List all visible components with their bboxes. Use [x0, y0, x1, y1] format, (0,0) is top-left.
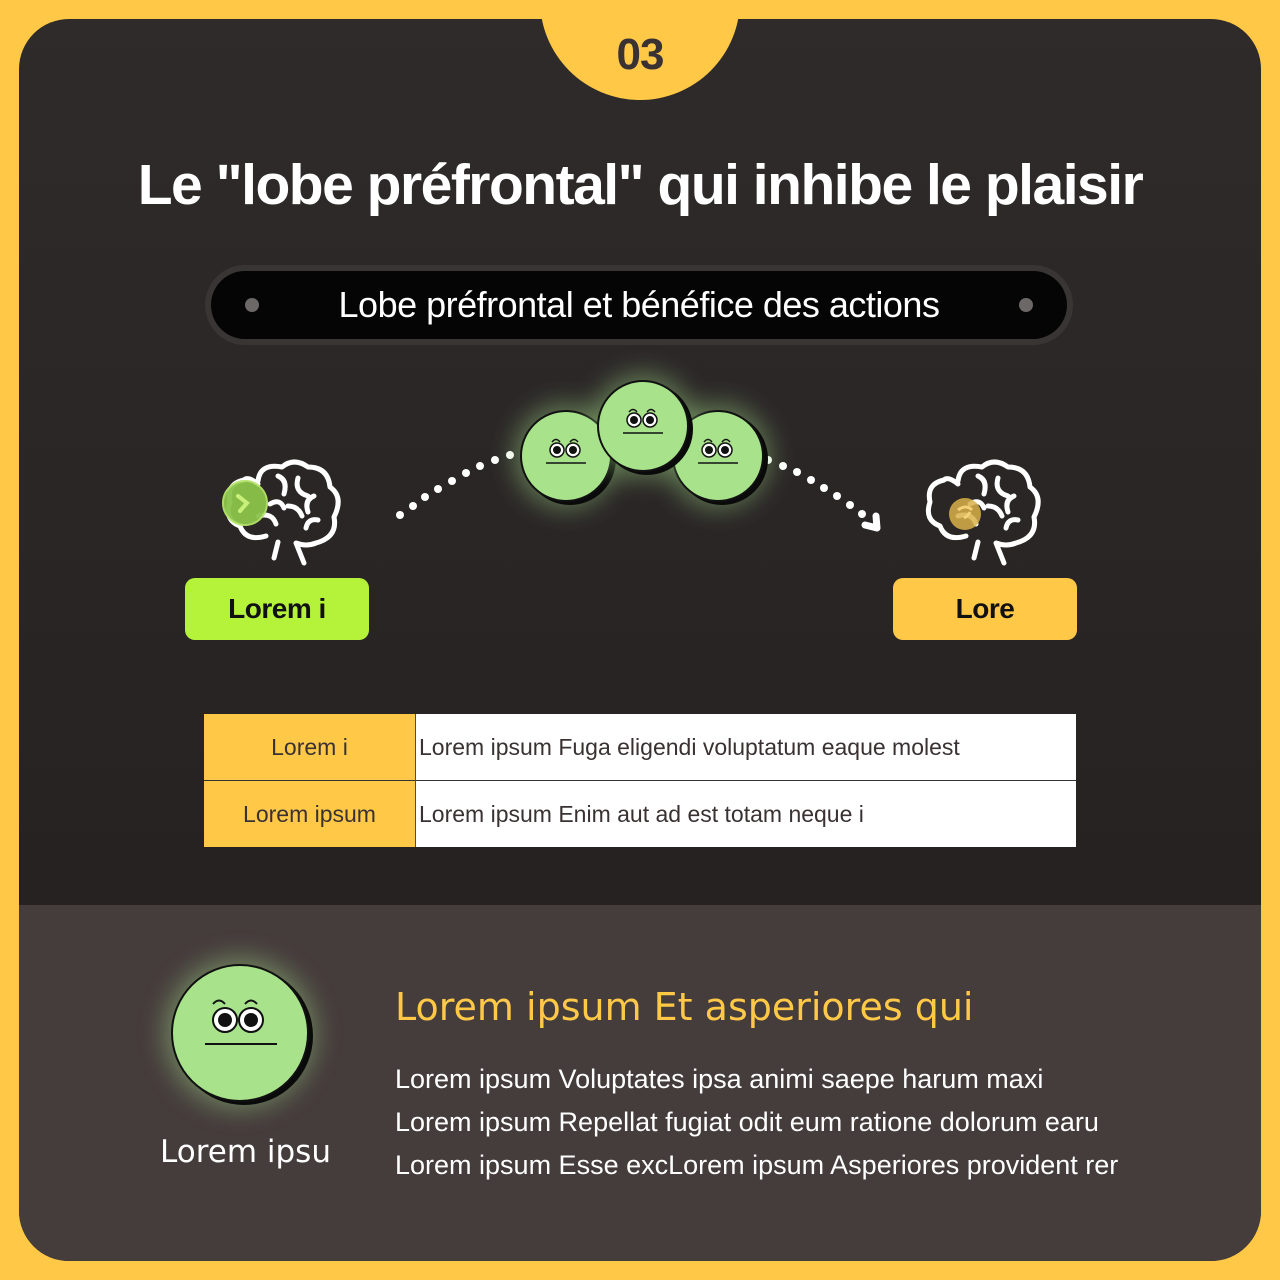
text-line: Lorem ipsum Voluptates ipsa animi saepe … — [395, 1064, 1044, 1094]
page-title: Le "lobe préfrontal" qui inhibe le plais… — [137, 153, 1144, 217]
pill-dot-left — [245, 298, 259, 312]
brain-icon-left — [222, 459, 341, 566]
dotted-arrow — [396, 451, 881, 532]
pill-dot-right — [1019, 298, 1033, 312]
subtitle-label: Lobe préfrontal et bénéfice des actions — [338, 284, 940, 325]
face-icon-center — [597, 380, 689, 472]
table-row: Lorem ipsum Lorem ipsum Enim aut ad est … — [204, 780, 1076, 847]
text-line: Lorem ipsum Esse excLorem ipsum Asperior… — [395, 1150, 1119, 1180]
table-key: Lorem i — [204, 714, 416, 781]
table-value: Lorem ipsum Fuga eligendi voluptatum eaq… — [415, 714, 1076, 781]
subtitle-pill: Lobe préfrontal et bénéfice des actions — [205, 265, 1073, 345]
arrow-head-icon — [861, 512, 881, 532]
step-number: 03 — [616, 30, 665, 79]
right-tag: Lore — [893, 578, 1077, 640]
table-value: Lorem ipsum Enim aut ad est totam neque … — [415, 780, 1076, 847]
brain-icon-right — [925, 459, 1041, 566]
left-tag: Lorem i — [185, 578, 369, 640]
text-line: Lorem ipsum Repellat fugiat odit eum rat… — [395, 1107, 1099, 1137]
table-key: Lorem ipsum — [204, 780, 416, 847]
bottom-heading: Lorem ipsum Et asperiores qui — [395, 985, 974, 1029]
bottom-text: Lorem ipsum Voluptates ipsa animi saepe … — [395, 1058, 1118, 1187]
table-row: Lorem i Lorem ipsum Fuga eligendi volupt… — [204, 714, 1076, 781]
face-label: Lorem ipsu — [160, 1134, 331, 1170]
info-table: Lorem i Lorem ipsum Fuga eligendi volupt… — [204, 714, 1076, 847]
face-icon-large — [171, 964, 309, 1102]
